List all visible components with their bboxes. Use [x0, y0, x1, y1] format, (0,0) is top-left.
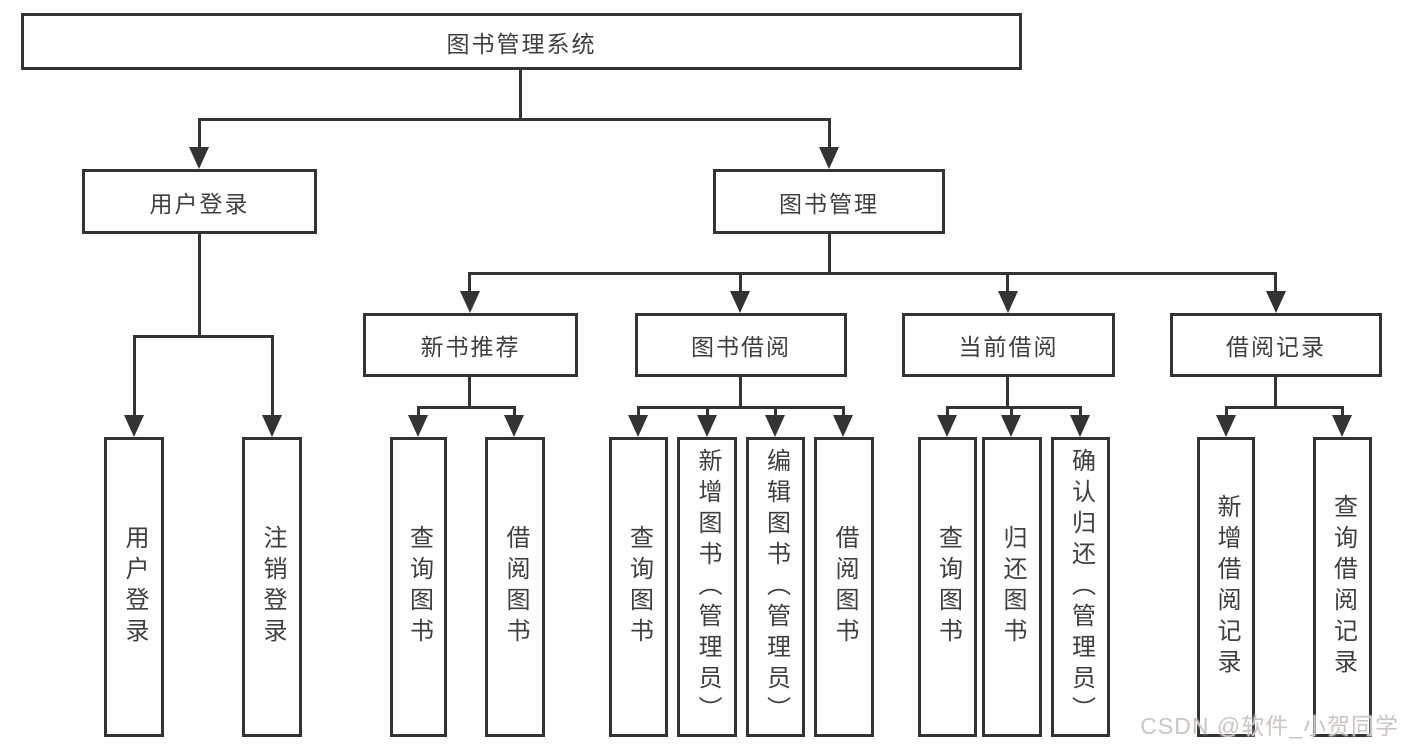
arrowhead	[1216, 415, 1236, 437]
connector-line	[706, 406, 709, 418]
node-book-management-label: 图书管理	[779, 190, 879, 217]
connector-line	[842, 406, 845, 418]
leaf-edit-book-admin-label: 编辑图书（管理员）	[762, 447, 790, 727]
leaf-user-login-label: 用户登录	[121, 525, 148, 649]
connector-line	[637, 406, 845, 409]
node-root-label: 图书管理系统	[446, 30, 597, 57]
node-user-login-label: 用户登录	[149, 190, 250, 217]
leaf-add-borrow-record-label: 新增借阅记录	[1213, 494, 1240, 680]
leaf-borrow-book-label: 借阅图书	[831, 525, 858, 649]
connector-line	[739, 376, 742, 409]
connector-line	[1079, 406, 1082, 418]
node-root: 图书管理系统	[21, 13, 1022, 70]
leaf-recommend-borrow-book-label: 借阅图书	[502, 525, 529, 649]
node-borrow-record-label: 借阅记录	[1226, 334, 1326, 360]
connector-line	[1225, 406, 1344, 409]
leaf-user-login: 用户登录	[104, 437, 164, 737]
node-borrow-record: 借阅记录	[1170, 313, 1382, 377]
connector-line	[1010, 406, 1013, 418]
connector-line	[946, 406, 949, 418]
connector-line	[417, 406, 420, 418]
connector-line	[828, 233, 831, 275]
leaf-query-borrow-record: 查询借阅记录	[1313, 437, 1372, 737]
leaf-borrow-query-book-label: 查询图书	[625, 525, 653, 649]
connector-line	[468, 272, 1277, 275]
node-book-borrow-label: 图书借阅	[691, 334, 791, 360]
node-new-book-recommend-label: 新书推荐	[420, 334, 521, 360]
node-user-login: 用户登录	[82, 169, 317, 234]
leaf-query-borrow-record-label: 查询借阅记录	[1329, 494, 1357, 680]
leaf-logout: 注销登录	[242, 437, 302, 737]
arrowhead	[504, 415, 524, 437]
leaf-add-borrow-record: 新增借阅记录	[1197, 437, 1255, 737]
connector-line	[1006, 376, 1009, 409]
node-current-borrow: 当前借阅	[902, 313, 1115, 377]
connector-line	[946, 406, 1082, 409]
leaf-add-book-admin: 新增图书（管理员）	[677, 437, 737, 737]
arrowhead	[1070, 415, 1090, 437]
arrowhead	[1332, 415, 1352, 437]
node-book-borrow: 图书借阅	[635, 313, 847, 377]
connector-line	[198, 233, 201, 338]
node-current-borrow-label: 当前借阅	[958, 334, 1059, 360]
arrowhead	[628, 415, 648, 437]
connector-line	[417, 406, 516, 409]
leaf-borrow-query-book: 查询图书	[609, 437, 668, 737]
node-new-book-recommend: 新书推荐	[363, 313, 578, 377]
leaf-current-query-book: 查询图书	[918, 437, 977, 737]
arrowhead	[697, 415, 717, 437]
arrowhead	[124, 415, 144, 437]
connector-line	[1274, 376, 1277, 409]
connector-line	[519, 69, 522, 121]
leaf-edit-book-admin: 编辑图书（管理员）	[746, 437, 805, 737]
arrowhead	[460, 291, 480, 313]
connector-line	[468, 272, 471, 294]
connector-line	[468, 376, 471, 409]
leaf-return-book-label: 归还图书	[999, 525, 1026, 649]
leaf-recommend-query-book: 查询图书	[390, 437, 447, 737]
connector-line	[513, 406, 516, 418]
arrowhead	[730, 291, 750, 313]
connector-line	[1225, 406, 1228, 418]
arrowhead	[998, 291, 1018, 313]
arrowhead	[819, 147, 839, 169]
connector-line	[739, 272, 742, 294]
arrowhead	[408, 415, 428, 437]
connector-line	[1274, 272, 1277, 294]
connector-line	[1006, 272, 1009, 294]
connector-line	[774, 406, 777, 418]
leaf-add-book-admin-label: 新增图书（管理员）	[694, 447, 721, 727]
arrowhead	[189, 147, 209, 169]
leaf-current-query-book-label: 查询图书	[934, 525, 962, 649]
leaf-borrow-book: 借阅图书	[814, 437, 874, 737]
connector-line	[271, 335, 274, 417]
arrowhead	[765, 415, 785, 437]
arrowhead	[1001, 415, 1021, 437]
connector-line	[133, 335, 136, 417]
csdn-watermark: CSDN @软件_小贺同学	[1140, 713, 1399, 739]
leaf-confirm-return-admin: 确认归还（管理员）	[1051, 437, 1110, 737]
arrowhead	[262, 415, 282, 437]
node-book-management: 图书管理	[713, 169, 945, 234]
connector-line	[1341, 406, 1344, 418]
leaf-confirm-return-admin-label: 确认归还（管理员）	[1067, 447, 1095, 727]
leaf-return-book: 归还图书	[982, 437, 1042, 737]
connector-line	[198, 118, 201, 150]
connector-line	[828, 118, 831, 150]
arrowhead	[833, 415, 853, 437]
leaf-logout-label: 注销登录	[259, 525, 286, 649]
arrowhead	[937, 415, 957, 437]
leaf-recommend-query-book-label: 查询图书	[405, 525, 433, 649]
connector-line	[198, 118, 831, 121]
leaf-recommend-borrow-book: 借阅图书	[485, 437, 545, 737]
connector-line	[637, 406, 640, 418]
arrowhead	[1266, 291, 1286, 313]
connector-line	[133, 335, 274, 338]
